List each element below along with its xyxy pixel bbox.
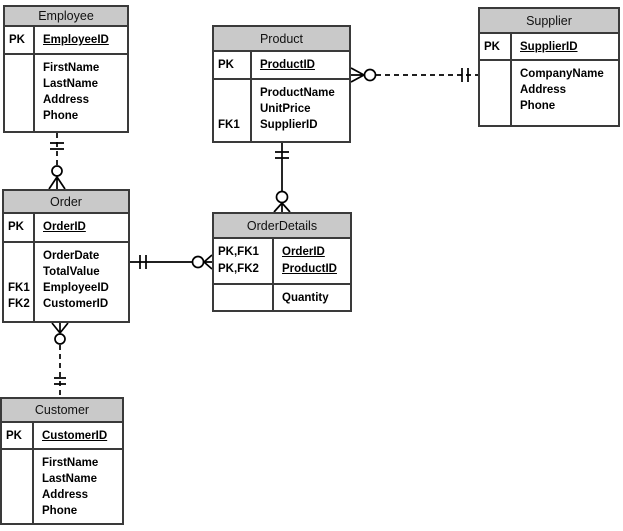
zero-circle-notation	[191, 255, 205, 269]
attr-label	[9, 92, 31, 108]
attr-label	[9, 76, 31, 92]
key-field: CustomerID	[42, 430, 108, 442]
attr-label	[218, 101, 248, 117]
key-label: PK,FK2	[218, 263, 259, 275]
key-label: PK	[218, 59, 234, 71]
attr-field: CustomerID	[43, 298, 109, 310]
key-field: ProductID	[260, 59, 315, 71]
attr-label: FK1	[8, 282, 30, 294]
attr-label	[6, 471, 30, 487]
zero-circle-notation	[363, 68, 377, 82]
attr-field: Address	[43, 94, 90, 106]
attr-field: FirstName	[42, 457, 99, 469]
attr-field: LastName	[42, 473, 97, 485]
entity-table-order: Order PK OrderID FK1 FK2 OrderDate Total…	[2, 189, 130, 323]
attr-label	[8, 248, 31, 264]
table-header-supplier: Supplier	[480, 9, 618, 34]
key-label: PK	[484, 41, 500, 53]
attr-field: TotalValue	[43, 266, 100, 278]
key-label: PK	[9, 34, 25, 46]
entity-table-orderdetails: OrderDetails PK,FK1 PK,FK2 OrderID Produ…	[212, 212, 352, 312]
attr-label	[6, 455, 30, 471]
key-field: ProductID	[282, 263, 337, 275]
attr-label	[8, 264, 31, 280]
attr-label	[6, 487, 30, 503]
entity-table-employee: Employee PK EmployeeID FirstName LastNam…	[3, 5, 129, 133]
attr-label	[484, 66, 508, 82]
attr-field: CompanyName	[520, 68, 604, 80]
key-label: PK	[6, 430, 22, 442]
relationship-order-orderdetails	[130, 254, 213, 270]
crow-foot-many-notation	[350, 67, 365, 83]
attr-label	[6, 503, 30, 519]
one-and-only-one-notation	[461, 68, 469, 82]
table-header-orderdetails: OrderDetails	[214, 214, 350, 239]
entity-table-customer: Customer PK CustomerID FirstName LastNam…	[0, 397, 124, 525]
key-label: PK	[8, 221, 24, 233]
relationship-order-customer	[51, 322, 69, 397]
crow-foot-many-notation	[273, 202, 291, 213]
crow-foot-many-notation	[48, 176, 66, 190]
zero-circle-notation	[275, 190, 289, 204]
attr-label	[218, 85, 248, 101]
key-field: EmployeeID	[43, 34, 109, 46]
attr-label	[218, 290, 270, 306]
entity-table-supplier: Supplier PK SupplierID CompanyName Addre…	[478, 7, 620, 127]
attr-field: LastName	[43, 78, 98, 90]
relationship-product-supplier	[350, 67, 478, 83]
attr-field: Phone	[520, 100, 556, 112]
crow-foot-many-notation	[203, 254, 213, 270]
attr-field: Phone	[43, 110, 79, 122]
attr-label	[484, 82, 508, 98]
attr-field: UnitPrice	[260, 103, 311, 115]
zero-circle-notation	[54, 333, 66, 345]
attr-label	[484, 98, 508, 114]
attr-label	[9, 60, 31, 76]
one-and-only-one-notation	[139, 255, 147, 269]
table-header-order: Order	[4, 191, 128, 214]
attr-field: Address	[520, 84, 567, 96]
attr-field: ProductName	[260, 87, 335, 99]
relationship-employee-order	[48, 133, 66, 190]
attr-field: Address	[42, 489, 89, 501]
attr-field: Phone	[42, 505, 78, 517]
table-header-product: Product	[214, 27, 349, 52]
attr-label: FK1	[218, 119, 240, 131]
attr-field: EmployeeID	[43, 282, 109, 294]
key-label: PK,FK1	[218, 246, 259, 258]
table-header-customer: Customer	[2, 399, 122, 423]
one-and-only-one-notation	[275, 151, 289, 159]
relationship-product-orderdetails	[273, 143, 291, 213]
key-field: OrderID	[43, 221, 86, 233]
attr-field: Quantity	[282, 292, 329, 304]
key-field: SupplierID	[520, 41, 578, 53]
attr-label: FK2	[8, 298, 30, 310]
key-field: OrderID	[282, 246, 325, 258]
table-header-employee: Employee	[5, 7, 127, 27]
one-and-only-one-notation	[54, 377, 66, 385]
attr-field: FirstName	[43, 62, 100, 74]
zero-circle-notation	[51, 165, 63, 177]
one-and-only-one-notation	[50, 142, 64, 150]
crow-foot-many-notation	[51, 322, 69, 334]
attr-field: OrderDate	[43, 250, 100, 262]
entity-table-product: Product PK ProductID FK1 ProductName Uni…	[212, 25, 351, 143]
attr-label	[9, 108, 31, 124]
attr-field: SupplierID	[260, 119, 318, 131]
